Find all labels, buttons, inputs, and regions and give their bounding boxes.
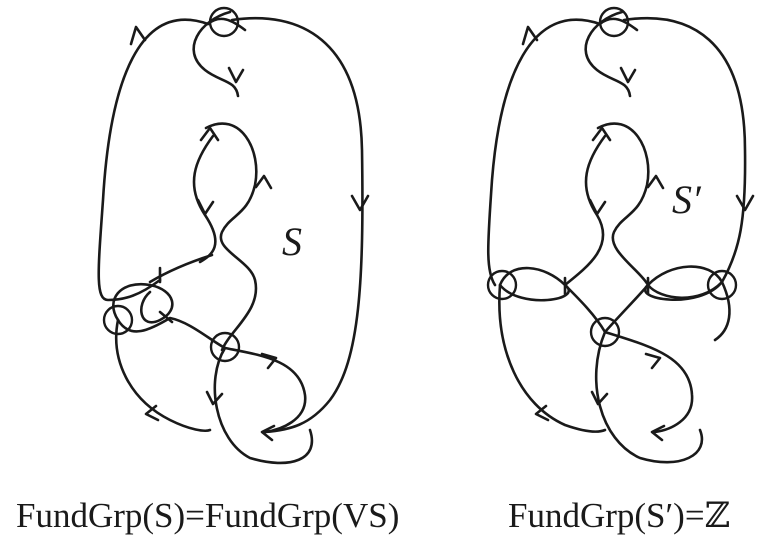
diagram-sp-arrow-bottom-center — [590, 390, 609, 406]
diagram-s-right-loop — [230, 16, 364, 434]
diagram-s-bottom-right-loop — [223, 346, 307, 434]
diagram-s-virtual-crossing-left — [102, 304, 134, 336]
diagram-sp-arrow-top-left — [521, 25, 539, 46]
diagram-sp-bottom-left-loop — [498, 283, 607, 433]
diagram-s-arrow-middle-right — [254, 174, 273, 190]
diagram-s-arrow-top-inner — [227, 66, 245, 84]
diagram-s-crossing-tick-2 — [158, 310, 174, 324]
diagram-sp-arrow-top-inner — [619, 66, 637, 84]
caption-s: FundGrp(S)=FundGrp(VS) — [16, 496, 400, 535]
diagram-s-arrow-lower-right — [260, 352, 278, 370]
caption-s-prime: FundGrp(S′)=ℤ — [508, 496, 731, 535]
diagram-sp-right-loop — [622, 16, 747, 284]
diagram-s-arrow-middle-left — [196, 198, 215, 216]
diagram-s-left-twist-lower — [116, 316, 227, 350]
diagram-s-branch — [148, 253, 214, 284]
diagram-sp-arrow-right-loop — [735, 194, 755, 212]
diagram-sp-label: S′ — [672, 177, 702, 222]
diagram-s-arrow-bottom-right — [260, 424, 276, 442]
diagram-s-top-inner-loop — [192, 10, 240, 98]
diagram-s-bottom-inner-loop — [213, 346, 314, 465]
diagram-sp-virtual-crossing-bottom — [589, 316, 621, 348]
diagram-sp-outer-left-arc — [486, 18, 602, 287]
diagram-sp-center-cross — [563, 283, 607, 334]
diagram-sp-center-cross-2 — [603, 283, 650, 334]
diagram-sp-arrow-inner-up — [591, 126, 612, 142]
diagram-sp-top-inner-loop — [584, 10, 632, 98]
diagram-s-outer-left-arc — [97, 18, 210, 302]
diagram-sp-right-tail — [713, 280, 731, 342]
diagram-sp-virtual-crossing-right — [706, 269, 738, 301]
diagram-s-virtual-crossing-bottom — [209, 331, 241, 363]
diagram-sp-arrow-bottom-right — [650, 424, 666, 442]
diagram-s-arrow-bottom-left — [144, 404, 160, 422]
diagram-s-arrow-inner-up — [199, 126, 220, 142]
diagram-s-arrow-bottom-center — [205, 390, 224, 406]
diagram-s-bottom-left-loop — [114, 318, 212, 432]
knot-diagram-s: S — [97, 6, 370, 465]
diagram-sp-bottom-right-loop — [603, 330, 694, 434]
diagram-s-virtual-crossing-top — [208, 6, 240, 38]
diagram-sp-inner-strand — [596, 122, 724, 300]
diagram-sp-arrow-lower-right — [644, 352, 662, 370]
diagram-s-label: S — [282, 219, 302, 264]
diagram-sp-arrow-bottom-left — [534, 404, 550, 422]
diagram-s-arrow-top-left — [129, 25, 147, 46]
diagram-sp-virtual-crossing-left — [486, 269, 518, 301]
diagram-sp-virtual-crossing-top — [598, 6, 630, 38]
diagram-s-inner-strand — [204, 122, 258, 352]
diagram-sp-arrow-middle-left — [588, 198, 607, 216]
knot-diagram-s-prime: S′ — [486, 6, 755, 464]
diagram-sp-arrow-middle-right — [646, 174, 665, 190]
diagram-sp-bottom-inner-loop — [594, 330, 704, 464]
diagram-s-left-twist — [112, 282, 174, 324]
diagram-s-arrow-right-loop — [350, 194, 370, 212]
